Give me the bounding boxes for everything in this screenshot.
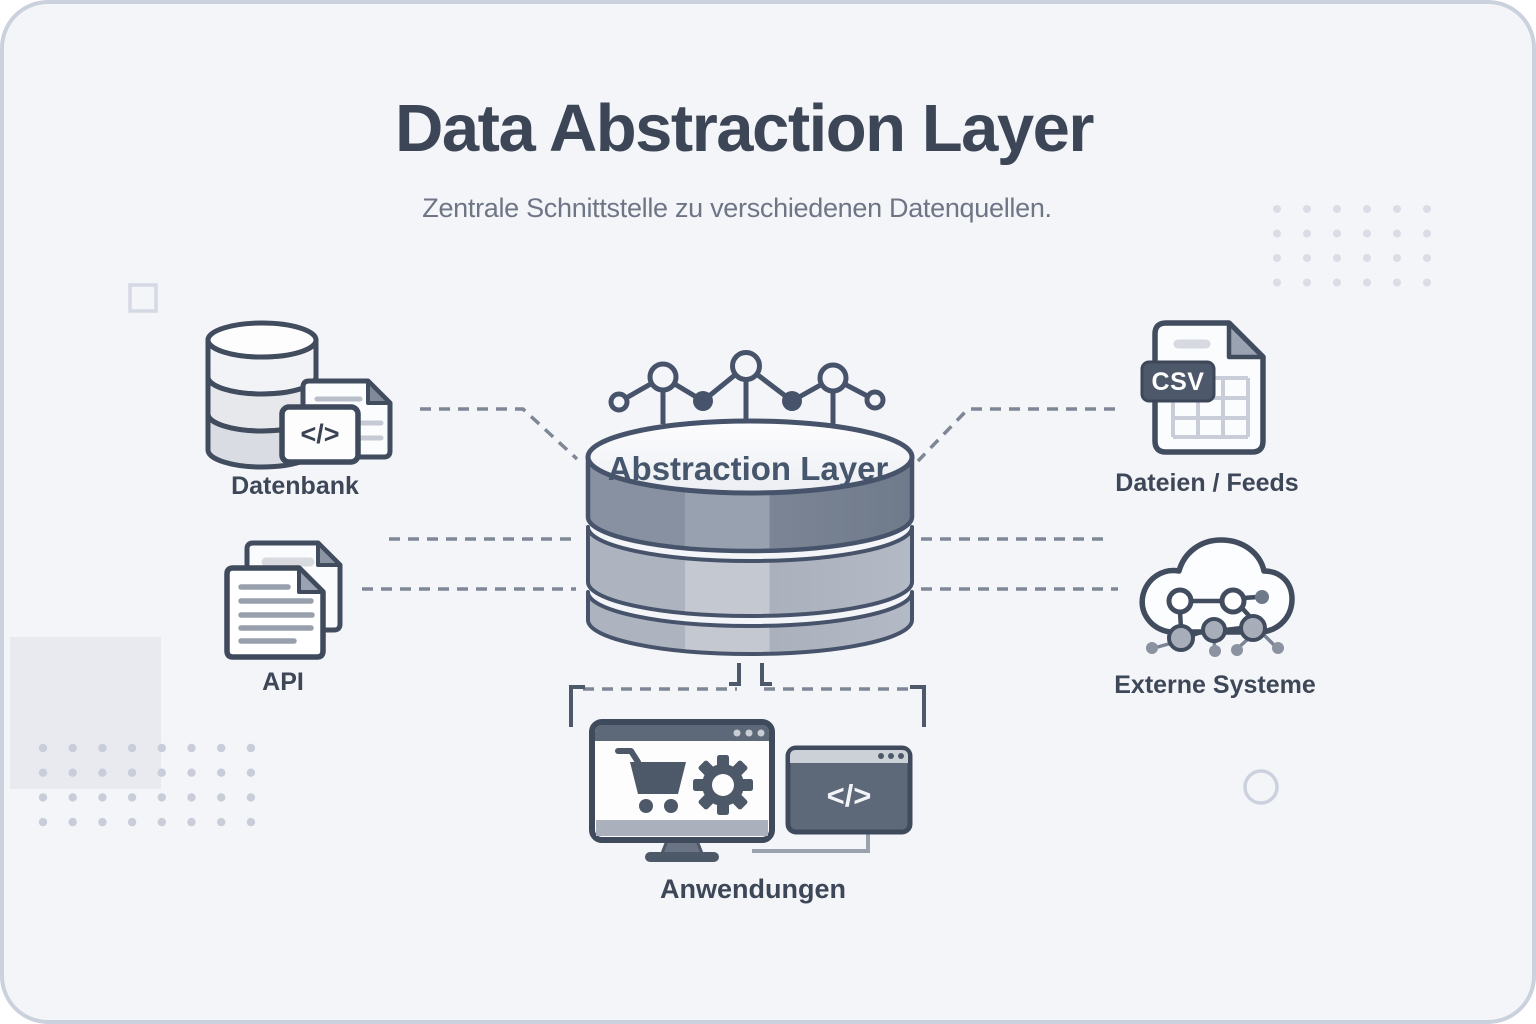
documents-icon: [224, 540, 343, 660]
shopping-cart-icon: [615, 748, 686, 813]
square-outline-decoration: [128, 283, 158, 313]
label-api: API: [262, 668, 304, 696]
abstraction-layer-label: Abstraction Layer: [607, 450, 889, 487]
dot-grid-top-right: [1273, 205, 1431, 287]
csv-badge: [1140, 360, 1216, 403]
csv-file-icon: [1140, 320, 1266, 455]
network-nodes-icon: [608, 350, 886, 424]
label-datenbank: Datenbank: [231, 472, 359, 500]
dot-grid-bottom-left: [38, 743, 256, 827]
monitor-icon: [589, 719, 775, 862]
abstraction-layer-cylinder: [585, 418, 915, 656]
label-anwendungen: Anwendungen: [660, 874, 846, 904]
monitor-codewindow-cable: [752, 833, 870, 853]
circle-outline-decoration: [1243, 769, 1279, 805]
label-externe-systeme: Externe Systeme: [1114, 671, 1316, 699]
code-glyph-datenbank: </>: [300, 419, 340, 449]
page-subtitle: Zentrale Schnittstelle zu verschiedenen …: [422, 193, 1052, 223]
square-block-decoration: [10, 637, 161, 789]
cloud-network-icon: [1139, 537, 1295, 657]
bracket-solid: [569, 663, 926, 727]
code-file-icon: [279, 378, 393, 465]
gear-icon: [693, 755, 753, 815]
connector-dateien-feeds: [916, 407, 1115, 463]
label-dateien-feeds: Dateien / Feeds: [1115, 469, 1299, 497]
connector-datenbank: [420, 407, 579, 461]
code-window-icon: [785, 745, 913, 835]
page-title: Data Abstraction Layer: [394, 91, 1095, 166]
csv-badge-text: CSV: [1151, 368, 1205, 396]
code-glyph-window: </>: [826, 778, 872, 813]
